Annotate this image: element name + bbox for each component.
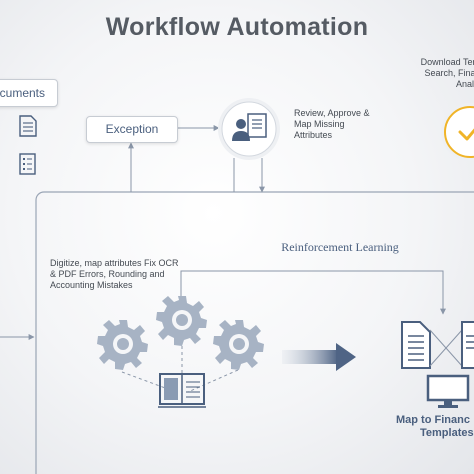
map-to-financial-label: Map to Financ Templates [396,414,474,440]
page-title: Workflow Automation [105,13,369,41]
exception-box: Exception [86,116,178,143]
checklist-icon [19,153,36,175]
map-label-line1: Map to Financ [396,414,470,426]
main-container [35,191,474,474]
arrow-right-icon [282,343,356,371]
book-icon [158,373,206,408]
documents-label: ocuments [0,86,46,100]
reviewer-icon [218,98,280,160]
review-text: Review, Approve & Map Missing Attributes [294,108,370,140]
check-icon [441,103,474,161]
gear-icon [97,320,148,370]
gear-icon [213,320,264,370]
exception-label: Exception [105,122,159,136]
download-text: Download Templa Search, Financia Analysi… [420,57,474,89]
file-stack-icon [401,321,474,369]
connector-gear-to-files [180,270,446,315]
reinforcement-learning-label: Reinforcement Learning [281,240,399,254]
digitize-text: Digitize, map attributes Fix OCR & PDF E… [50,258,179,290]
gear-icon [156,296,207,346]
documents-box: ocuments [0,79,58,107]
map-label-line2: Templates [420,427,474,439]
monitor-icon [426,374,470,408]
document-icon [19,115,37,137]
